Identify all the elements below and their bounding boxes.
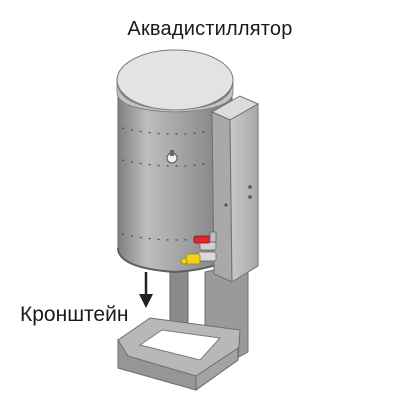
tank-cylinder: [116, 49, 234, 274]
yellow-fitting-icon: [180, 251, 217, 265]
diagram-title: Аквадистиллятор: [127, 18, 293, 40]
down-arrow-icon: [139, 272, 153, 308]
side-control-box: [210, 95, 260, 283]
red-valve-icon: [193, 231, 217, 251]
bracket-stand: [117, 261, 249, 391]
bracket-label: Кронштейн: [20, 303, 129, 326]
tank-knob-icon: [166, 150, 178, 164]
